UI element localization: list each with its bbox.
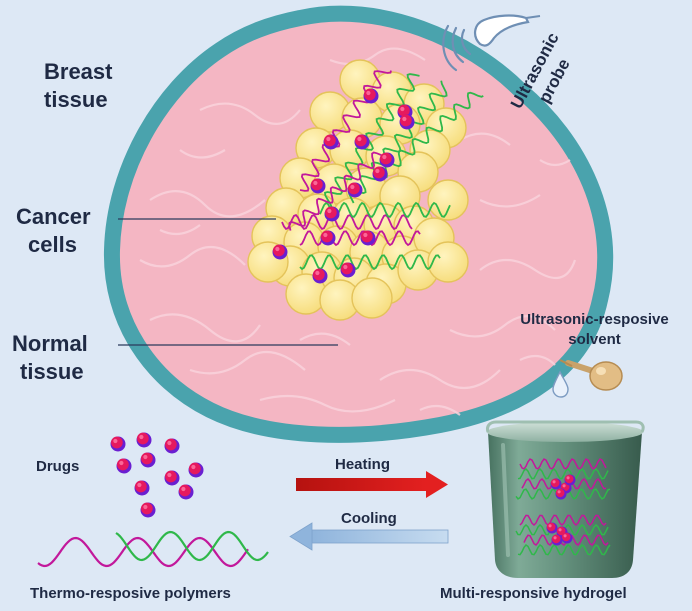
tumor-drug [324, 206, 340, 222]
polymer-chain [281, 214, 413, 230]
breast-tissue-label: Breast tissue [44, 58, 112, 114]
gel-polymer-chain [517, 543, 611, 556]
tumor-drug [323, 134, 339, 150]
cooling-label: Cooling [341, 510, 397, 527]
gel-drug [561, 532, 573, 544]
solvent-label-line2: solvent [568, 331, 621, 348]
heating-label: Heating [335, 456, 391, 473]
polymer-chain [319, 201, 451, 218]
thermo-polymers-label: Thermo-resposive polymers [30, 585, 231, 602]
gel-polymer-chain [519, 514, 607, 527]
polymer-chain [299, 230, 421, 247]
polymer-chain [299, 254, 441, 271]
gel-drug [564, 474, 576, 486]
normal-tissue-label-line1: Normal [12, 331, 88, 356]
tumor-drug [312, 268, 328, 284]
drug-particle [164, 470, 180, 486]
gel-polymer-chain [519, 458, 607, 470]
tumor-drug [354, 134, 370, 150]
breast-tissue-label-line1: Breast [44, 59, 113, 84]
polymer-chain [381, 91, 484, 179]
hydrogel-beaker [486, 420, 645, 578]
cooling-arrow [289, 522, 449, 551]
cancer-cell [427, 241, 469, 283]
gel-drug [546, 522, 558, 534]
tumor-drug [372, 166, 388, 182]
normal-tissue-label: Normal tissue [12, 330, 88, 386]
tumor-polymer-network [281, 70, 484, 271]
hydrogel-label: Multi-responsive hydrogel [440, 585, 627, 602]
cancer-cell [351, 277, 393, 319]
gel-drug [551, 534, 563, 546]
polymer-chain [288, 151, 386, 231]
tumor-drug [272, 244, 288, 260]
drug-particle [188, 462, 204, 478]
tumor-drug [399, 114, 415, 130]
gel-polymer-chain [517, 467, 609, 480]
free-drugs [110, 432, 204, 518]
cancer-cells-label-line2: cells [28, 232, 77, 257]
drug-particle [134, 480, 150, 496]
normal-tissue-label-line2: tissue [20, 359, 84, 384]
drug-particle [110, 436, 126, 452]
hydrogel-content [515, 458, 611, 556]
tumor-drug [347, 182, 363, 198]
gel-drug [550, 478, 562, 490]
drug-particle [140, 452, 156, 468]
drug-particle [178, 484, 194, 500]
tissue-texture [139, 47, 577, 416]
solvent-drop-icon [552, 370, 569, 398]
tumor-drug [320, 230, 336, 246]
drugs-label: Drugs [36, 458, 80, 475]
drug-particle [116, 458, 132, 474]
tumor-drugs [272, 88, 415, 284]
ultrasonic-probe-icon [442, 14, 541, 72]
tumor-drug [360, 230, 376, 246]
tumor-drug [363, 88, 379, 104]
tumor-drug [340, 262, 356, 278]
polymer-chain [299, 70, 392, 192]
free-polymer-chains [37, 530, 269, 568]
drug-particle [136, 432, 152, 448]
solvent-label-line1: Ultrasonic-resposive [520, 311, 669, 328]
tumor-drug [379, 152, 395, 168]
tumor-drug [310, 178, 326, 194]
gel-drug [555, 488, 567, 500]
drug-particle [140, 502, 156, 518]
dropper-icon [559, 359, 623, 391]
solvent-label: Ultrasonic-resposive solvent [507, 310, 682, 350]
cancer-cells-label: Cancer cells [16, 203, 91, 259]
cancer-cell [427, 179, 469, 221]
cancer-cells-label-line1: Cancer [16, 204, 91, 229]
heating-arrow [296, 471, 448, 498]
breast-tissue-label-line2: tissue [44, 87, 108, 112]
drug-particle [164, 438, 180, 454]
